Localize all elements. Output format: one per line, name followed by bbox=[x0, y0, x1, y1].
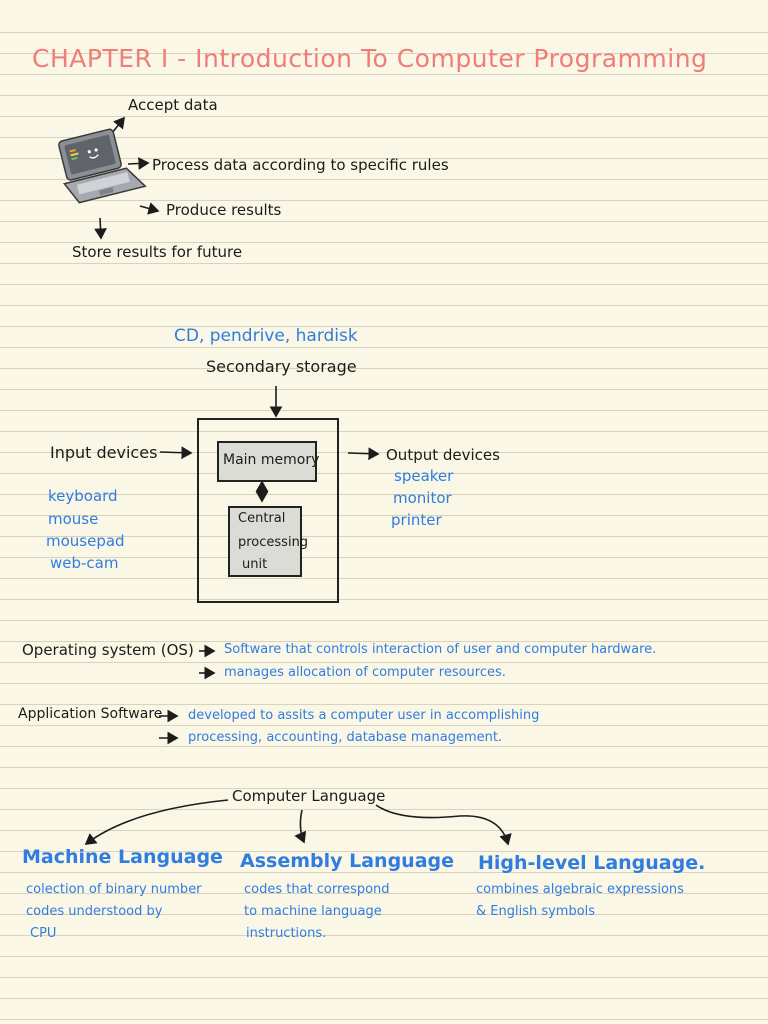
input-item: mouse bbox=[48, 510, 99, 528]
arrow-high bbox=[375, 804, 512, 846]
arrow-output-right bbox=[347, 447, 380, 461]
cpu-label-line3: unit bbox=[242, 557, 268, 572]
computer-language-title: Computer Language bbox=[232, 787, 386, 805]
high-level-language-heading: High-level Language. bbox=[478, 852, 706, 874]
secondary-storage-label: Secondary storage bbox=[206, 357, 357, 376]
output-item: printer bbox=[391, 511, 442, 529]
app-point-1: developed to assits a computer user in a… bbox=[188, 708, 540, 723]
os-label: Operating system (OS) bbox=[22, 641, 194, 659]
cpu-box bbox=[228, 506, 302, 577]
input-item: keyboard bbox=[48, 487, 118, 505]
store-results-text: Store results for future bbox=[72, 243, 243, 261]
arrow-input-right bbox=[159, 446, 193, 460]
cpu-label-line1: Central bbox=[238, 511, 286, 526]
os-point-2: manages allocation of computer resources… bbox=[224, 665, 506, 680]
arrow-process bbox=[127, 157, 150, 170]
os-point-1: Software that controls interaction of us… bbox=[224, 642, 657, 657]
main-memory-box bbox=[217, 441, 317, 482]
input-devices-label: Input devices bbox=[50, 443, 158, 462]
high-level-language-desc: combines algebraic expressions bbox=[476, 882, 684, 897]
page-title: CHAPTER I - Introduction To Computer Pro… bbox=[32, 44, 708, 73]
machine-language-desc: CPU bbox=[30, 926, 57, 941]
assembly-language-desc: to machine language bbox=[244, 904, 382, 919]
machine-language-desc: codes understood by bbox=[26, 904, 163, 919]
output-devices-label: Output devices bbox=[386, 446, 500, 464]
storage-examples-text: CD, pendrive, hardisk bbox=[174, 326, 358, 346]
application-software-label: Application Software bbox=[18, 706, 163, 722]
high-level-language-desc: & English symbols bbox=[476, 904, 596, 919]
main-memory-label: Main memory bbox=[223, 452, 320, 468]
assembly-language-desc: codes that correspond bbox=[244, 882, 390, 897]
computer-system-box bbox=[197, 418, 339, 603]
output-item: speaker bbox=[394, 467, 454, 485]
machine-language-heading: Machine Language bbox=[22, 846, 223, 868]
produce-results-text: Produce results bbox=[166, 201, 282, 219]
machine-language-desc: colection of binary number bbox=[26, 882, 202, 897]
cpu-label-line2: processing bbox=[238, 535, 309, 550]
input-item: web-cam bbox=[50, 554, 119, 572]
assembly-language-heading: Assembly Language bbox=[240, 850, 455, 872]
assembly-language-desc: instructions. bbox=[246, 926, 327, 941]
arrow-store bbox=[94, 217, 107, 240]
arrow-assembly bbox=[294, 809, 307, 844]
accept-data-text: Accept data bbox=[128, 96, 218, 114]
arrow-produce bbox=[139, 202, 160, 215]
app-point-2: processing, accounting, database managem… bbox=[188, 730, 503, 745]
process-data-text: Process data according to specific rules bbox=[152, 156, 449, 174]
output-item: monitor bbox=[393, 489, 452, 507]
input-item: mousepad bbox=[46, 532, 125, 550]
arrow-machine bbox=[84, 799, 229, 845]
